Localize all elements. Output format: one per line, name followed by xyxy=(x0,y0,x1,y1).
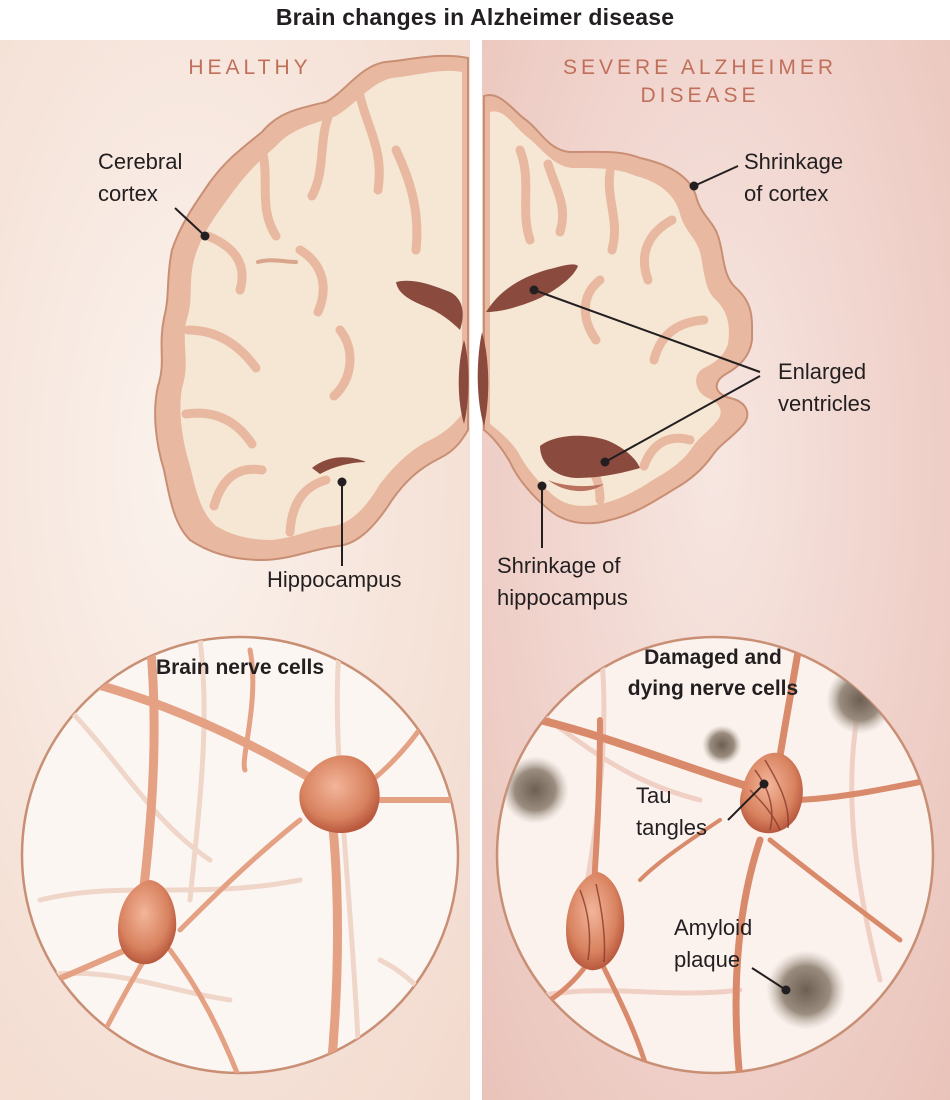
alzheimer-ventricle-lower xyxy=(540,435,640,478)
amyloid-plaque-3 xyxy=(702,725,742,765)
damaged-cells-title-line2: dying nerve cells xyxy=(627,677,799,700)
amyloid-plaque-1 xyxy=(501,756,569,824)
alzheimer-brain-inner xyxy=(490,111,729,506)
healthy-hippocampus-shape xyxy=(312,457,366,474)
healthy-brain xyxy=(154,54,469,562)
leader-dots xyxy=(200,181,791,995)
alzheimer-heading: SEVERE ALZHEIMER DISEASE xyxy=(520,54,880,110)
damaged-cells-circle xyxy=(495,635,935,1075)
label-shrinkage-cortex: Shrinkage of cortex xyxy=(744,146,843,210)
label-shrinkage-cortex-line1: Shrinkage xyxy=(744,149,844,174)
damaged-cells-title-line1: Damaged and xyxy=(644,646,782,669)
healthy-neuron-body-1 xyxy=(299,755,380,833)
healthy-heading: HEALTHY xyxy=(188,56,312,79)
damaged-cells-title: Damaged and dying nerve cells xyxy=(598,642,828,704)
healthy-cells-title: Brain nerve cells xyxy=(155,656,325,679)
amyloid-plaque-4 xyxy=(766,950,846,1030)
label-hippocampus: Hippocampus xyxy=(267,567,402,592)
alzheimer-heading-line2: DISEASE xyxy=(640,84,760,107)
label-enlarged-ventricles-line2: ventricles xyxy=(778,391,871,416)
label-amyloid-plaque-line1: Amyloid xyxy=(674,915,753,940)
label-amyloid-plaque: Amyloid plaque xyxy=(674,912,752,976)
healthy-cells-circle xyxy=(20,635,460,1075)
panel-divider xyxy=(470,40,482,1100)
label-cerebral-cortex: Cerebral cortex xyxy=(98,146,182,210)
label-enlarged-ventricles: Enlarged ventricles xyxy=(778,356,871,420)
label-shrinkage-hippocampus-line2: hippocampus xyxy=(497,585,628,610)
label-tau-tangles-line2: tangles xyxy=(636,815,707,840)
label-cerebral-cortex-line2: cortex xyxy=(98,181,158,206)
label-amyloid-plaque-line2: plaque xyxy=(674,947,741,972)
amyloid-plaque-2 xyxy=(826,666,894,734)
healthy-neuron-body-2 xyxy=(118,880,177,965)
damaged-neuron-body-2 xyxy=(566,872,625,971)
alzheimer-heading-line1: SEVERE ALZHEIMER xyxy=(562,56,838,79)
alzheimer-brain xyxy=(477,93,754,525)
label-shrinkage-cortex-line2: of cortex xyxy=(744,181,829,206)
label-tau-tangles: Tau tangles xyxy=(636,780,707,844)
label-enlarged-ventricles-line1: Enlarged xyxy=(778,359,867,384)
healthy-ventricle xyxy=(396,280,463,330)
label-cerebral-cortex-line1: Cerebral xyxy=(98,149,183,174)
label-shrinkage-hippocampus-line1: Shrinkage of xyxy=(497,553,621,578)
figure-title: Brain changes in Alzheimer disease xyxy=(275,4,675,30)
label-shrinkage-hippocampus: Shrinkage of hippocampus xyxy=(497,550,628,614)
leader-lines xyxy=(174,165,787,991)
label-tau-tangles-line1: Tau xyxy=(636,783,672,808)
